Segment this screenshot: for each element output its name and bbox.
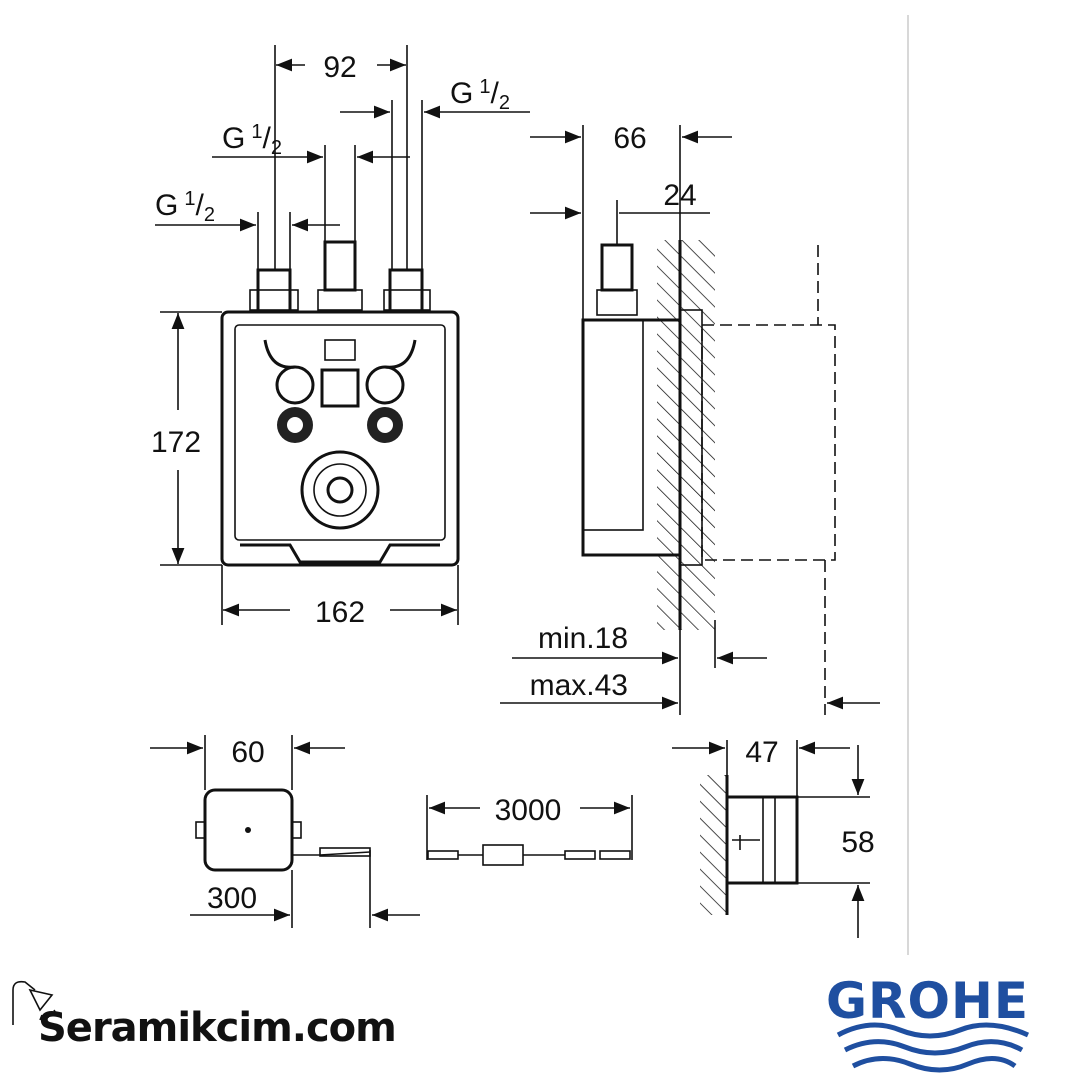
dimension-label: 2 (499, 92, 510, 114)
dimension-label: 3000 (495, 794, 562, 827)
dimension-label: 172 (151, 426, 201, 459)
dimension-label: 60 (231, 736, 264, 769)
dimension-172: 172 (151, 311, 222, 566)
dimension-label-92: 92 (323, 51, 356, 84)
control-module (195, 788, 371, 872)
dimension-max-43: max.43 (500, 669, 880, 710)
dimension-58: 58 (797, 745, 875, 938)
dimension-label: max.43 (530, 669, 628, 702)
dimension-66: 66 (530, 122, 732, 320)
dimension-label: 300 (207, 882, 257, 915)
grohe-waves-icon (836, 1022, 1030, 1073)
dimension-label: 1 (251, 121, 262, 143)
dimension-label: 47 (745, 736, 778, 769)
dimension-label: 66 (613, 122, 646, 155)
dimension-60: 60 (150, 735, 345, 790)
dimension-24: 24 (530, 179, 710, 245)
shower-icon (12, 980, 58, 1025)
dimension-label: G (450, 77, 473, 110)
dimension-3000: 3000 (426, 794, 633, 860)
dimension-label: 24 (663, 179, 696, 212)
front-view (220, 240, 460, 567)
extension-cable (427, 844, 631, 866)
dimension-label: 2 (271, 137, 282, 159)
dimension-label: 2 (204, 204, 215, 226)
dimension-label: 1 (184, 188, 195, 210)
module-side-view (700, 775, 799, 915)
dimension-min-18: min.18 (512, 620, 767, 715)
dimension-label: 1 (479, 76, 490, 98)
dimension-label: G (155, 189, 178, 222)
dimension-300: 300 (190, 850, 420, 928)
side-view (581, 240, 836, 715)
dimension-label: 58 (841, 826, 874, 859)
dimension-label: 162 (315, 596, 365, 629)
dimension-label: G (222, 122, 245, 155)
dimension-label: / (262, 122, 271, 155)
dimension-47: 47 (672, 736, 850, 797)
seramikcim-logo-text: Seramikcim.com (38, 1005, 397, 1051)
dimension-162: 162 (221, 565, 459, 629)
dimension-label: / (195, 189, 204, 222)
dimension-label: min.18 (538, 622, 628, 655)
grohe-logo: GROHE (826, 972, 1030, 1030)
dimension-label: / (490, 77, 499, 110)
